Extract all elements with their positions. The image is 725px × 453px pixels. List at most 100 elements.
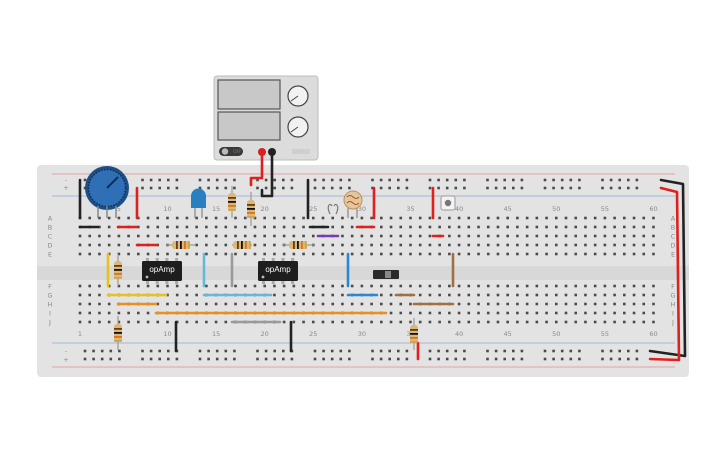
breadboard-hole[interactable] [642, 293, 646, 297]
resistor-r4[interactable] [114, 316, 122, 350]
rail-hole[interactable] [256, 178, 259, 182]
rail-hole[interactable] [141, 186, 144, 190]
rail-hole[interactable] [445, 349, 449, 353]
breadboard-hole[interactable] [214, 284, 218, 288]
rail-hole[interactable] [207, 349, 210, 353]
breadboard-hole[interactable] [166, 216, 169, 220]
breadboard-hole[interactable] [448, 293, 451, 297]
breadboard-hole[interactable] [535, 284, 539, 288]
rail-hole[interactable] [397, 178, 400, 182]
breadboard-hole[interactable] [418, 293, 422, 297]
breadboard-hole[interactable] [584, 234, 587, 238]
rail-hole[interactable] [437, 357, 440, 361]
rail-hole[interactable] [149, 186, 153, 190]
breadboard-hole[interactable] [195, 234, 198, 238]
breadboard-hole[interactable] [185, 225, 189, 229]
breadboard-hole[interactable] [496, 311, 500, 315]
breadboard-hole[interactable] [632, 243, 636, 247]
breadboard-hole[interactable] [127, 284, 130, 288]
breadboard-hole[interactable] [302, 293, 305, 297]
breadboard-hole[interactable] [535, 302, 539, 306]
rail-hole[interactable] [627, 357, 630, 361]
breadboard-hole[interactable] [642, 320, 646, 324]
rail-link-red[interactable] [648, 186, 681, 362]
breadboard-hole[interactable] [399, 216, 403, 220]
rail-hole[interactable] [463, 349, 466, 353]
rail-hole[interactable] [290, 186, 294, 190]
breadboard-hole[interactable] [535, 225, 539, 229]
rail-hole[interactable] [224, 178, 228, 182]
rail-hole[interactable] [313, 357, 317, 361]
breadboard-hole[interactable] [409, 302, 412, 306]
breadboard-hole[interactable] [564, 284, 568, 288]
breadboard-hole[interactable] [234, 234, 237, 238]
breadboard-hole[interactable] [496, 252, 500, 256]
breadboard-hole[interactable] [292, 234, 296, 238]
breadboard-hole[interactable] [321, 216, 325, 220]
breadboard-hole[interactable] [321, 320, 325, 324]
breadboard-hole[interactable] [428, 225, 432, 229]
rail-hole[interactable] [454, 178, 458, 182]
breadboard-hole[interactable] [486, 293, 490, 297]
breadboard-hole[interactable] [117, 234, 121, 238]
breadboard-hole[interactable] [282, 252, 286, 256]
rail-hole[interactable] [428, 186, 432, 190]
breadboard-hole[interactable] [273, 225, 276, 229]
breadboard-hole[interactable] [360, 284, 364, 288]
breadboard-hole[interactable] [457, 284, 461, 288]
breadboard-hole[interactable] [321, 252, 325, 256]
breadboard-hole[interactable] [311, 293, 315, 297]
breadboard-hole[interactable] [156, 284, 160, 288]
breadboard-hole[interactable] [584, 252, 587, 256]
breadboard-hole[interactable] [224, 302, 228, 306]
breadboard-hole[interactable] [457, 252, 461, 256]
breadboard-hole[interactable] [98, 252, 101, 256]
sensor-module[interactable] [440, 195, 456, 211]
breadboard-hole[interactable] [467, 252, 471, 256]
breadboard-hole[interactable] [341, 302, 344, 306]
breadboard-hole[interactable] [263, 225, 266, 229]
breadboard-hole[interactable] [516, 293, 519, 297]
rail-hole[interactable] [92, 349, 95, 353]
rail-hole[interactable] [486, 357, 489, 361]
breadboard-hole[interactable] [331, 243, 335, 247]
breadboard-hole[interactable] [467, 284, 471, 288]
breadboard-hole[interactable] [409, 320, 412, 324]
breadboard-hole[interactable] [496, 216, 500, 220]
breadboard-hole[interactable] [88, 293, 92, 297]
breadboard-hole[interactable] [603, 243, 607, 247]
rail-hole[interactable] [543, 349, 547, 353]
breadboard-hole[interactable] [282, 234, 286, 238]
breadboard-hole[interactable] [127, 311, 130, 315]
breadboard-hole[interactable] [185, 302, 189, 306]
rail-hole[interactable] [371, 349, 374, 353]
rail-hole[interactable] [348, 349, 351, 353]
breadboard-hole[interactable] [486, 243, 490, 247]
breadboard-hole[interactable] [506, 225, 509, 229]
breadboard-hole[interactable] [146, 252, 150, 256]
led-blue[interactable] [191, 188, 206, 218]
breadboard-hole[interactable] [516, 302, 519, 306]
breadboard-hole[interactable] [205, 216, 208, 220]
breadboard-hole[interactable] [554, 252, 558, 256]
rail-hole[interactable] [273, 349, 276, 353]
breadboard-hole[interactable] [554, 284, 558, 288]
breadboard-hole[interactable] [574, 252, 578, 256]
breadboard-hole[interactable] [292, 216, 296, 220]
breadboard-hole[interactable] [632, 284, 636, 288]
rail-hole[interactable] [198, 178, 202, 182]
rail-hole[interactable] [379, 357, 383, 361]
breadboard-hole[interactable] [418, 234, 422, 238]
breadboard-hole[interactable] [448, 320, 451, 324]
breadboard-hole[interactable] [195, 320, 198, 324]
breadboard-hole[interactable] [331, 320, 335, 324]
breadboard-hole[interactable] [603, 225, 607, 229]
breadboard-hole[interactable] [117, 252, 121, 256]
rail-hole[interactable] [282, 357, 285, 361]
breadboard-hole[interactable] [584, 293, 587, 297]
rail-hole[interactable] [428, 178, 432, 182]
breadboard-hole[interactable] [117, 284, 121, 288]
breadboard-hole[interactable] [370, 320, 373, 324]
breadboard-hole[interactable] [438, 243, 441, 247]
breadboard-hole[interactable] [623, 225, 626, 229]
